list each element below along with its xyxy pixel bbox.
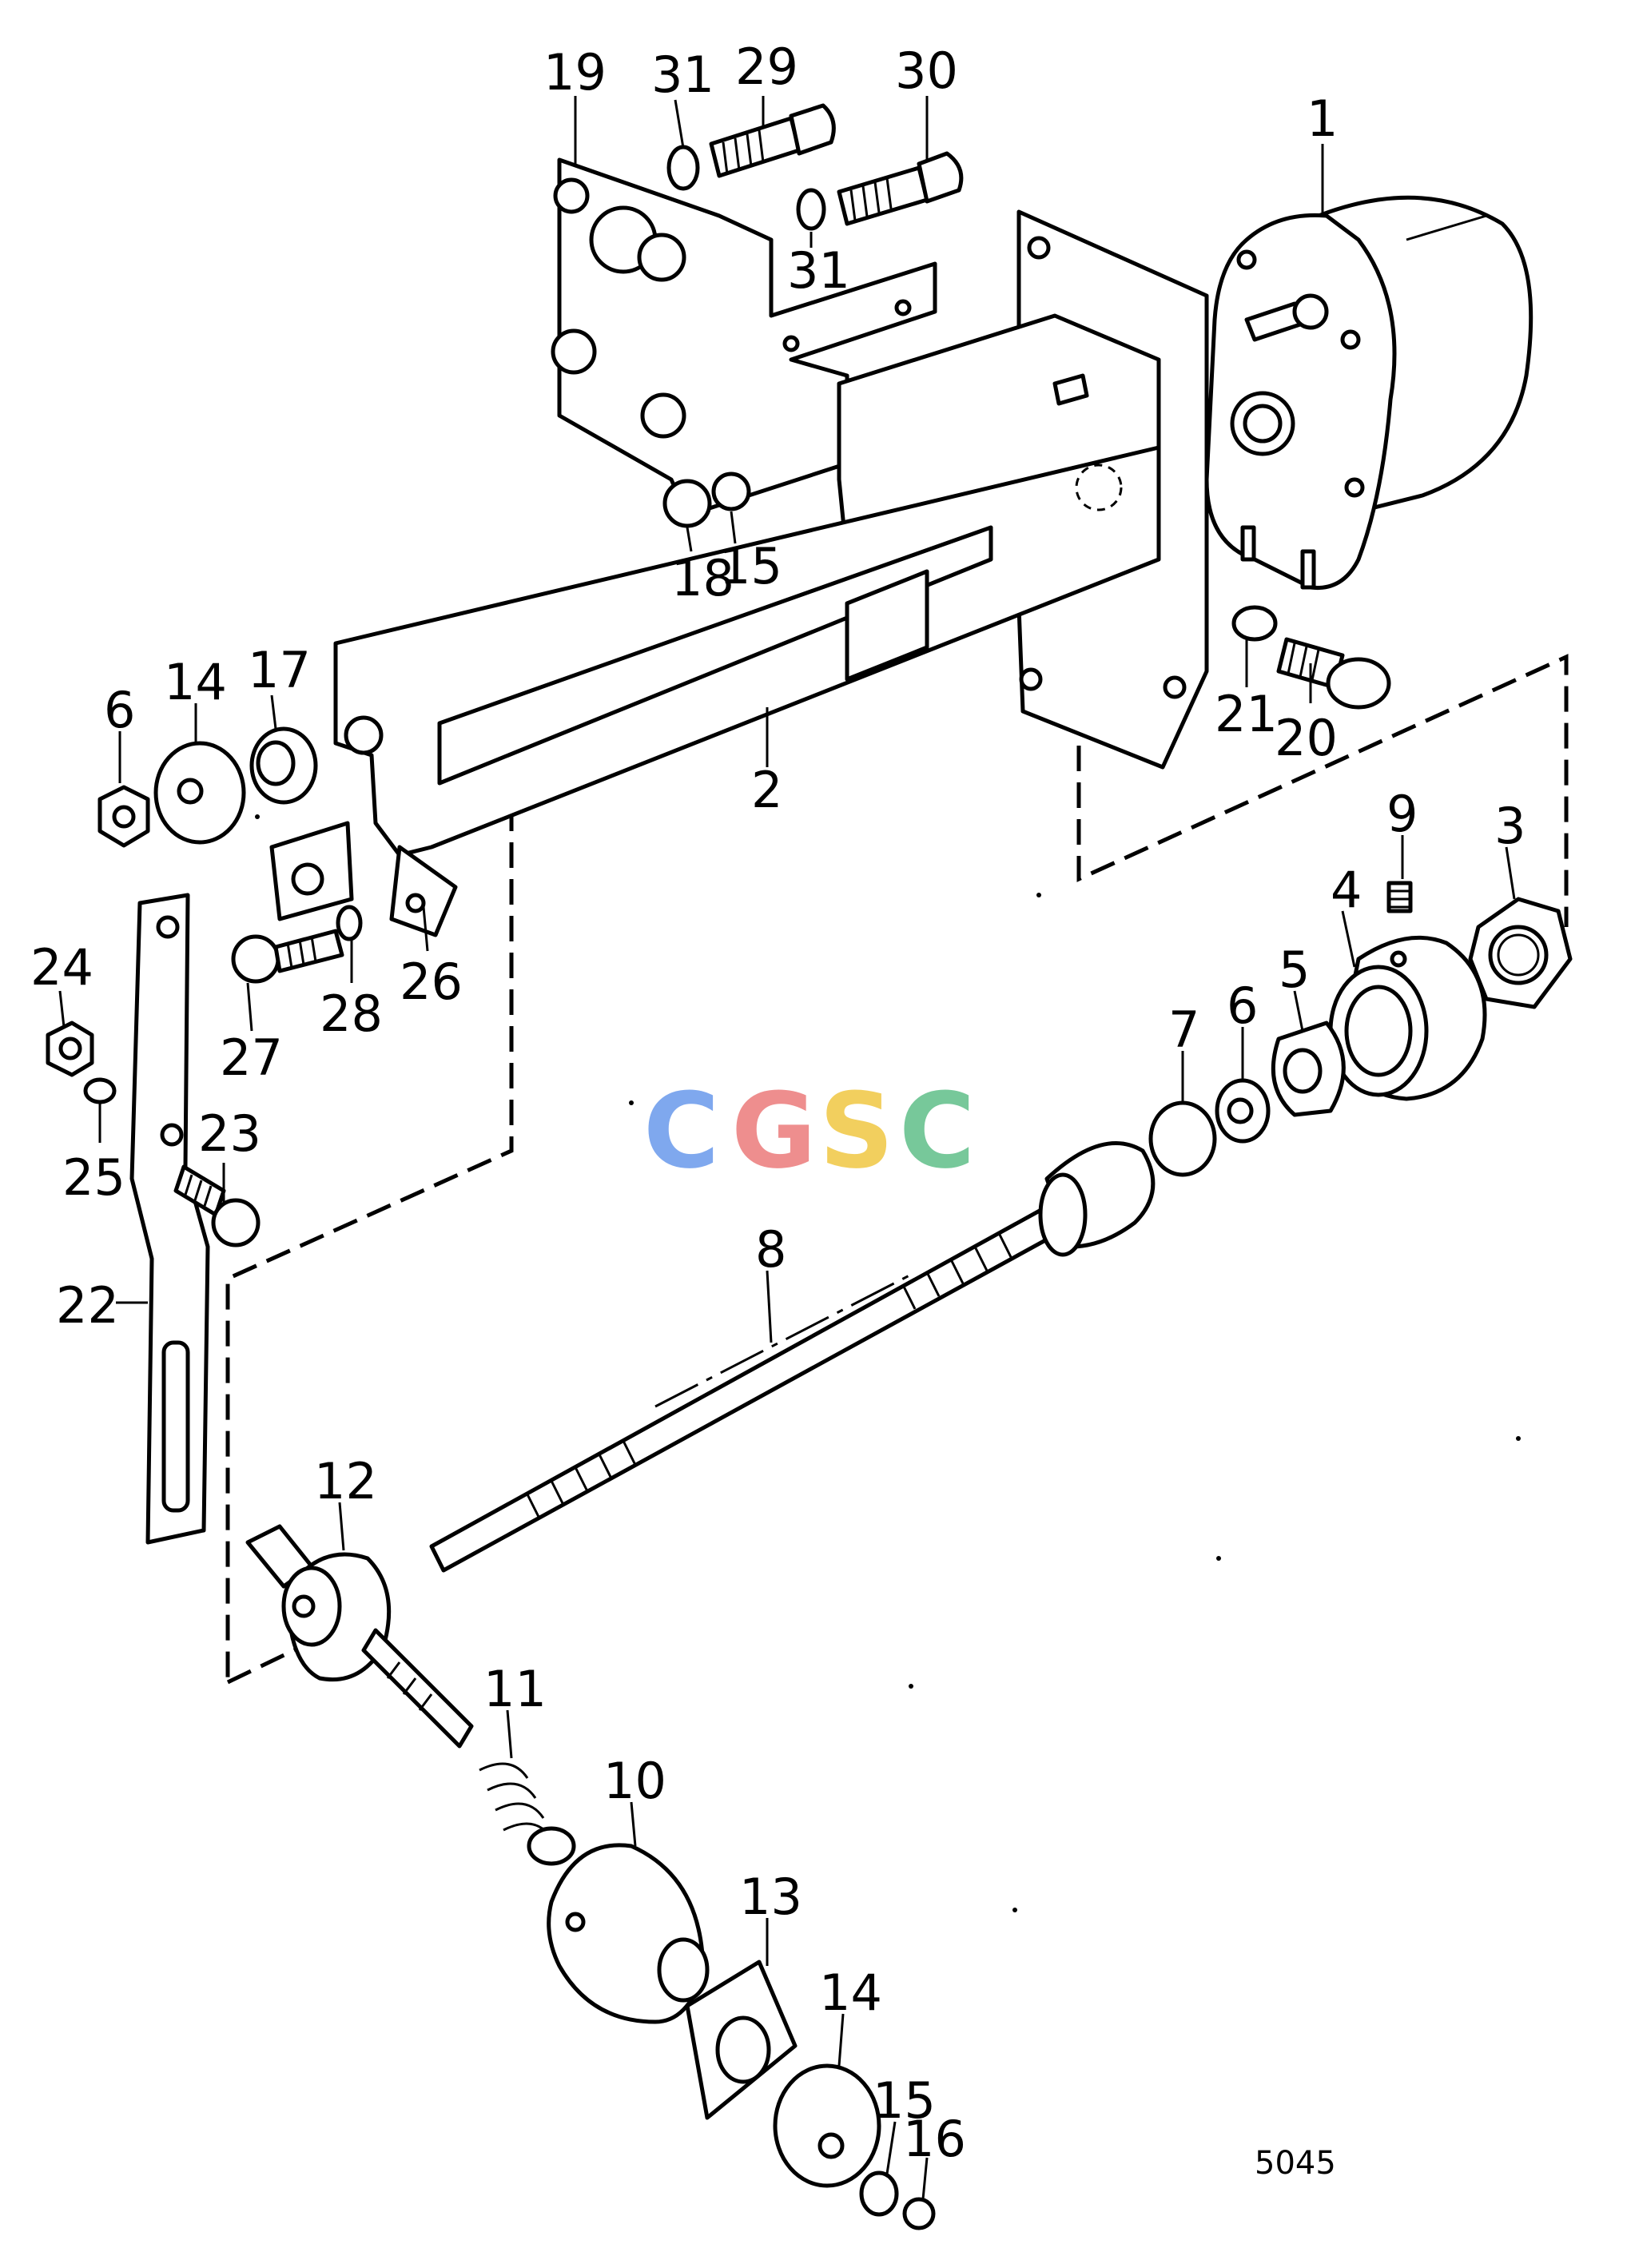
part-2-frame <box>269 209 1209 937</box>
diagram-code: 5045 <box>1255 2145 1336 2182</box>
part-24-nut <box>46 1021 94 1077</box>
label-part-12: 12 <box>314 1452 377 1510</box>
label-part-28: 28 <box>320 985 383 1043</box>
part-3-nut <box>1468 897 1573 1009</box>
part-17-bushing <box>249 726 318 805</box>
label-part-3: 3 <box>1494 797 1526 855</box>
part-6-nut-left <box>97 785 150 848</box>
label-part-17: 17 <box>248 641 311 699</box>
label-part-6-right: 6 <box>1227 977 1258 1035</box>
scan-speckles <box>255 814 1521 1912</box>
label-part-20: 20 <box>1275 709 1338 767</box>
label-part-8: 8 <box>755 1220 786 1279</box>
part-15-washer-upper <box>711 472 751 511</box>
label-part-21: 21 <box>1215 685 1278 743</box>
label-part-24: 24 <box>30 938 93 997</box>
part-6-nut-right <box>1215 1078 1271 1144</box>
label-part-16: 16 <box>903 2110 966 2168</box>
label-part-11: 11 <box>483 1660 547 1718</box>
part-31-washer-upper <box>666 145 700 191</box>
part-27-bolt <box>231 929 344 984</box>
part-9-set-screw <box>1386 881 1413 913</box>
label-part-31-lower: 31 <box>787 241 850 300</box>
part-19-upper-bracket <box>551 157 937 518</box>
part-14-washer-left <box>153 741 246 845</box>
part-5-washer <box>1271 1021 1346 1117</box>
part-8-spindle <box>429 1141 1156 1573</box>
label-part-1: 1 <box>1307 90 1338 148</box>
label-part-4: 4 <box>1331 861 1362 919</box>
label-part-29: 29 <box>735 38 798 96</box>
label-part-14-lower: 14 <box>819 1964 882 2022</box>
label-part-19: 19 <box>543 43 607 101</box>
watermark-letter-g: G <box>731 1070 817 1192</box>
label-part-27: 27 <box>220 1029 283 1087</box>
label-part-2: 2 <box>751 761 782 819</box>
part-labels: 1 19 31 29 30 31 18 15 2 21 20 6 14 17 2… <box>30 38 1526 2168</box>
label-part-14-left: 14 <box>164 653 227 711</box>
watermark-letter-s: S <box>819 1070 894 1192</box>
label-part-18: 18 <box>671 549 734 607</box>
part-22-link-arm <box>129 893 210 1545</box>
part-20-bolt <box>1276 637 1391 710</box>
part-18-nut-upper <box>662 479 712 528</box>
part-7-o-ring <box>1148 1100 1217 1177</box>
part-13-plate <box>685 1960 798 2120</box>
part-30-bolt <box>837 151 964 226</box>
part-25-washer <box>83 1077 117 1104</box>
part-4-collar <box>1328 935 1487 1101</box>
part-12-coupling <box>245 1524 474 1749</box>
part-31-washer-lower <box>796 188 826 231</box>
label-part-9: 9 <box>1386 785 1418 843</box>
part-14-washer-lower <box>773 2063 881 2188</box>
label-part-7: 7 <box>1168 1001 1199 1059</box>
label-part-13: 13 <box>739 1868 802 1926</box>
part-15-washer-lower <box>859 2171 899 2217</box>
part-28-washer <box>336 905 363 941</box>
leader-lines <box>58 96 1516 2200</box>
label-part-26: 26 <box>400 953 463 1011</box>
part-21-washer <box>1231 605 1278 642</box>
label-part-25: 25 <box>62 1148 125 1207</box>
label-part-23: 23 <box>198 1104 261 1163</box>
part-11-spring <box>479 1762 576 1866</box>
label-part-15-lower: 15 <box>873 2071 936 2130</box>
watermark-letter-c2: C <box>899 1070 975 1192</box>
part-23-bolt <box>173 1164 261 1247</box>
cgsc-watermark-logo: C G S C <box>643 1070 975 1192</box>
label-part-15-upper: 15 <box>719 537 782 595</box>
part-10-sleeve <box>547 1843 710 2024</box>
label-part-5: 5 <box>1279 941 1310 999</box>
part-16-circlip <box>902 2197 936 2230</box>
assembly-boundary-lines <box>225 452 1569 1685</box>
label-part-6-left: 6 <box>104 681 135 739</box>
label-part-30: 30 <box>895 42 958 100</box>
label-part-22: 22 <box>56 1276 119 1335</box>
part-29-bolt <box>709 103 836 178</box>
label-part-10: 10 <box>603 1752 666 1810</box>
part-1-wiper-motor <box>1204 195 1534 591</box>
label-part-31-upper: 31 <box>651 46 714 104</box>
watermark-letter-c1: C <box>643 1070 719 1192</box>
